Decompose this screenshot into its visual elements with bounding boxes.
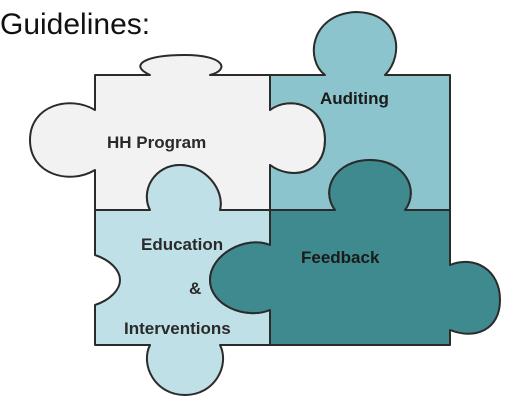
ampersand-label: & [189,279,201,298]
interventions-label: Interventions [124,319,231,338]
guidelines-heading: Guidelines: [0,8,151,41]
feedback-label: Feedback [301,248,380,267]
hh-program-label: HH Program [107,133,206,152]
auditing-label: Auditing [320,89,389,108]
puzzle-piece-feedback [209,159,501,346]
education-label: Education [141,235,223,254]
